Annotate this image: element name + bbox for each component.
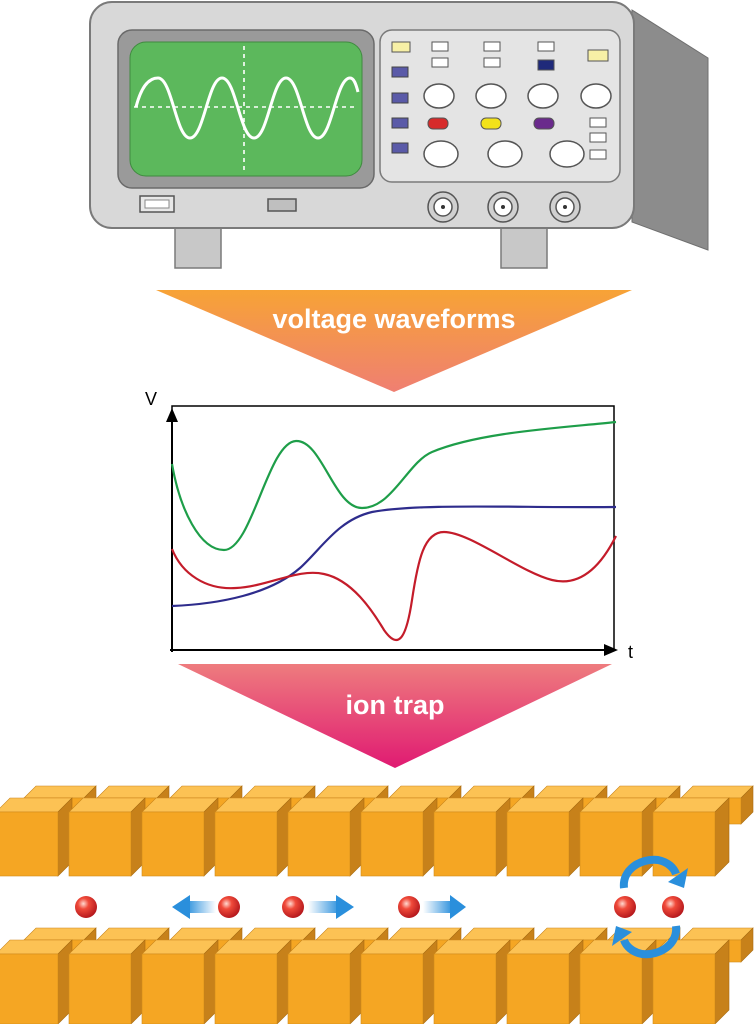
key-stack-1[interactable]: [589, 117, 607, 128]
electrode-block: [579, 797, 657, 877]
bnc-connector-3[interactable]: [549, 191, 581, 223]
x-axis-label: t: [628, 642, 633, 662]
electrode-block: [214, 939, 292, 1024]
ion: [614, 896, 636, 918]
key-yellow-small[interactable]: [391, 41, 411, 53]
electrode-block: [0, 939, 73, 1024]
top-triangle: [156, 290, 632, 392]
indicator-1: [391, 66, 409, 78]
swap-rotation-icon: [612, 855, 688, 959]
knob-oval-3[interactable]: [527, 83, 559, 109]
key-2[interactable]: [483, 41, 501, 52]
electrode-block: [68, 797, 146, 877]
key-4[interactable]: [431, 57, 449, 68]
bnc-connector-1[interactable]: [427, 191, 459, 223]
banner-top-label: voltage waveforms: [272, 304, 515, 334]
electrode-block: [360, 797, 438, 877]
key-navy[interactable]: [537, 59, 555, 71]
electrode-block: [360, 939, 438, 1024]
knob-large-2[interactable]: [487, 140, 523, 168]
electrode-block: [506, 797, 584, 877]
key-1[interactable]: [431, 41, 449, 52]
electrode-block: [214, 797, 292, 877]
key-3[interactable]: [537, 41, 555, 52]
oscilloscope-foot-right: [500, 227, 548, 269]
voltage-waveforms-banner: voltage waveforms: [156, 290, 632, 392]
y-axis-arrow-icon: [166, 408, 178, 422]
key-5[interactable]: [483, 57, 501, 68]
knob-oval-1[interactable]: [423, 83, 455, 109]
channel-button-red[interactable]: [427, 117, 449, 130]
electrode-block: [68, 939, 146, 1024]
knob-oval-2[interactable]: [475, 83, 507, 109]
arrow-right-icon: [423, 895, 466, 919]
upper-electrode-row: [0, 785, 754, 877]
waveform-red: [170, 530, 617, 642]
key-stack-2[interactable]: [589, 132, 607, 143]
arrow-right-icon: [308, 895, 354, 919]
channel-button-purple[interactable]: [533, 117, 555, 130]
bottom-triangle: [178, 664, 612, 768]
lower-electrode-row: [0, 927, 754, 1024]
x-axis-arrow-icon: [604, 644, 618, 656]
waveform-green: [170, 420, 617, 552]
oscilloscope-screen: [129, 41, 363, 177]
electrode-block: [287, 797, 365, 877]
electrode-block: [652, 939, 730, 1024]
screen-sine-wave: [134, 76, 360, 140]
electrode-block: [433, 939, 511, 1024]
ion: [398, 896, 420, 918]
oscilloscope-side-panel: [631, 9, 709, 251]
ion: [282, 896, 304, 918]
key-yellow-right[interactable]: [587, 49, 609, 62]
ion: [662, 896, 684, 918]
oscilloscope: [89, 1, 709, 269]
electrode-block: [506, 939, 584, 1024]
power-switch-inner: [144, 199, 170, 209]
ion: [218, 896, 240, 918]
knob-oval-4[interactable]: [580, 83, 612, 109]
channel-button-yellow[interactable]: [480, 117, 502, 130]
indicator-4: [391, 142, 409, 154]
waveform-blue: [171, 505, 617, 608]
arrow-left-icon: [172, 895, 216, 919]
oscilloscope-foot-left: [174, 227, 222, 269]
electrode-block: [0, 797, 73, 877]
small-slot-button[interactable]: [267, 198, 297, 212]
ion: [75, 896, 97, 918]
banner-bottom-label: ion trap: [346, 690, 445, 720]
electrode-block: [433, 797, 511, 877]
bnc-connector-2[interactable]: [487, 191, 519, 223]
waveform-plot: V t: [145, 389, 633, 662]
knob-large-3[interactable]: [549, 140, 585, 168]
electrode-block: [141, 797, 219, 877]
indicator-3: [391, 117, 409, 129]
y-axis-label: V: [145, 389, 157, 409]
plot-frame: [171, 405, 615, 651]
electrode-block: [287, 939, 365, 1024]
knob-large-1[interactable]: [423, 140, 459, 168]
ion-trap: [0, 785, 754, 1024]
key-stack-3[interactable]: [589, 149, 607, 160]
ion-trap-banner: ion trap: [178, 664, 612, 768]
indicator-2: [391, 92, 409, 104]
electrode-block: [141, 939, 219, 1024]
electrode-block: [652, 797, 730, 877]
